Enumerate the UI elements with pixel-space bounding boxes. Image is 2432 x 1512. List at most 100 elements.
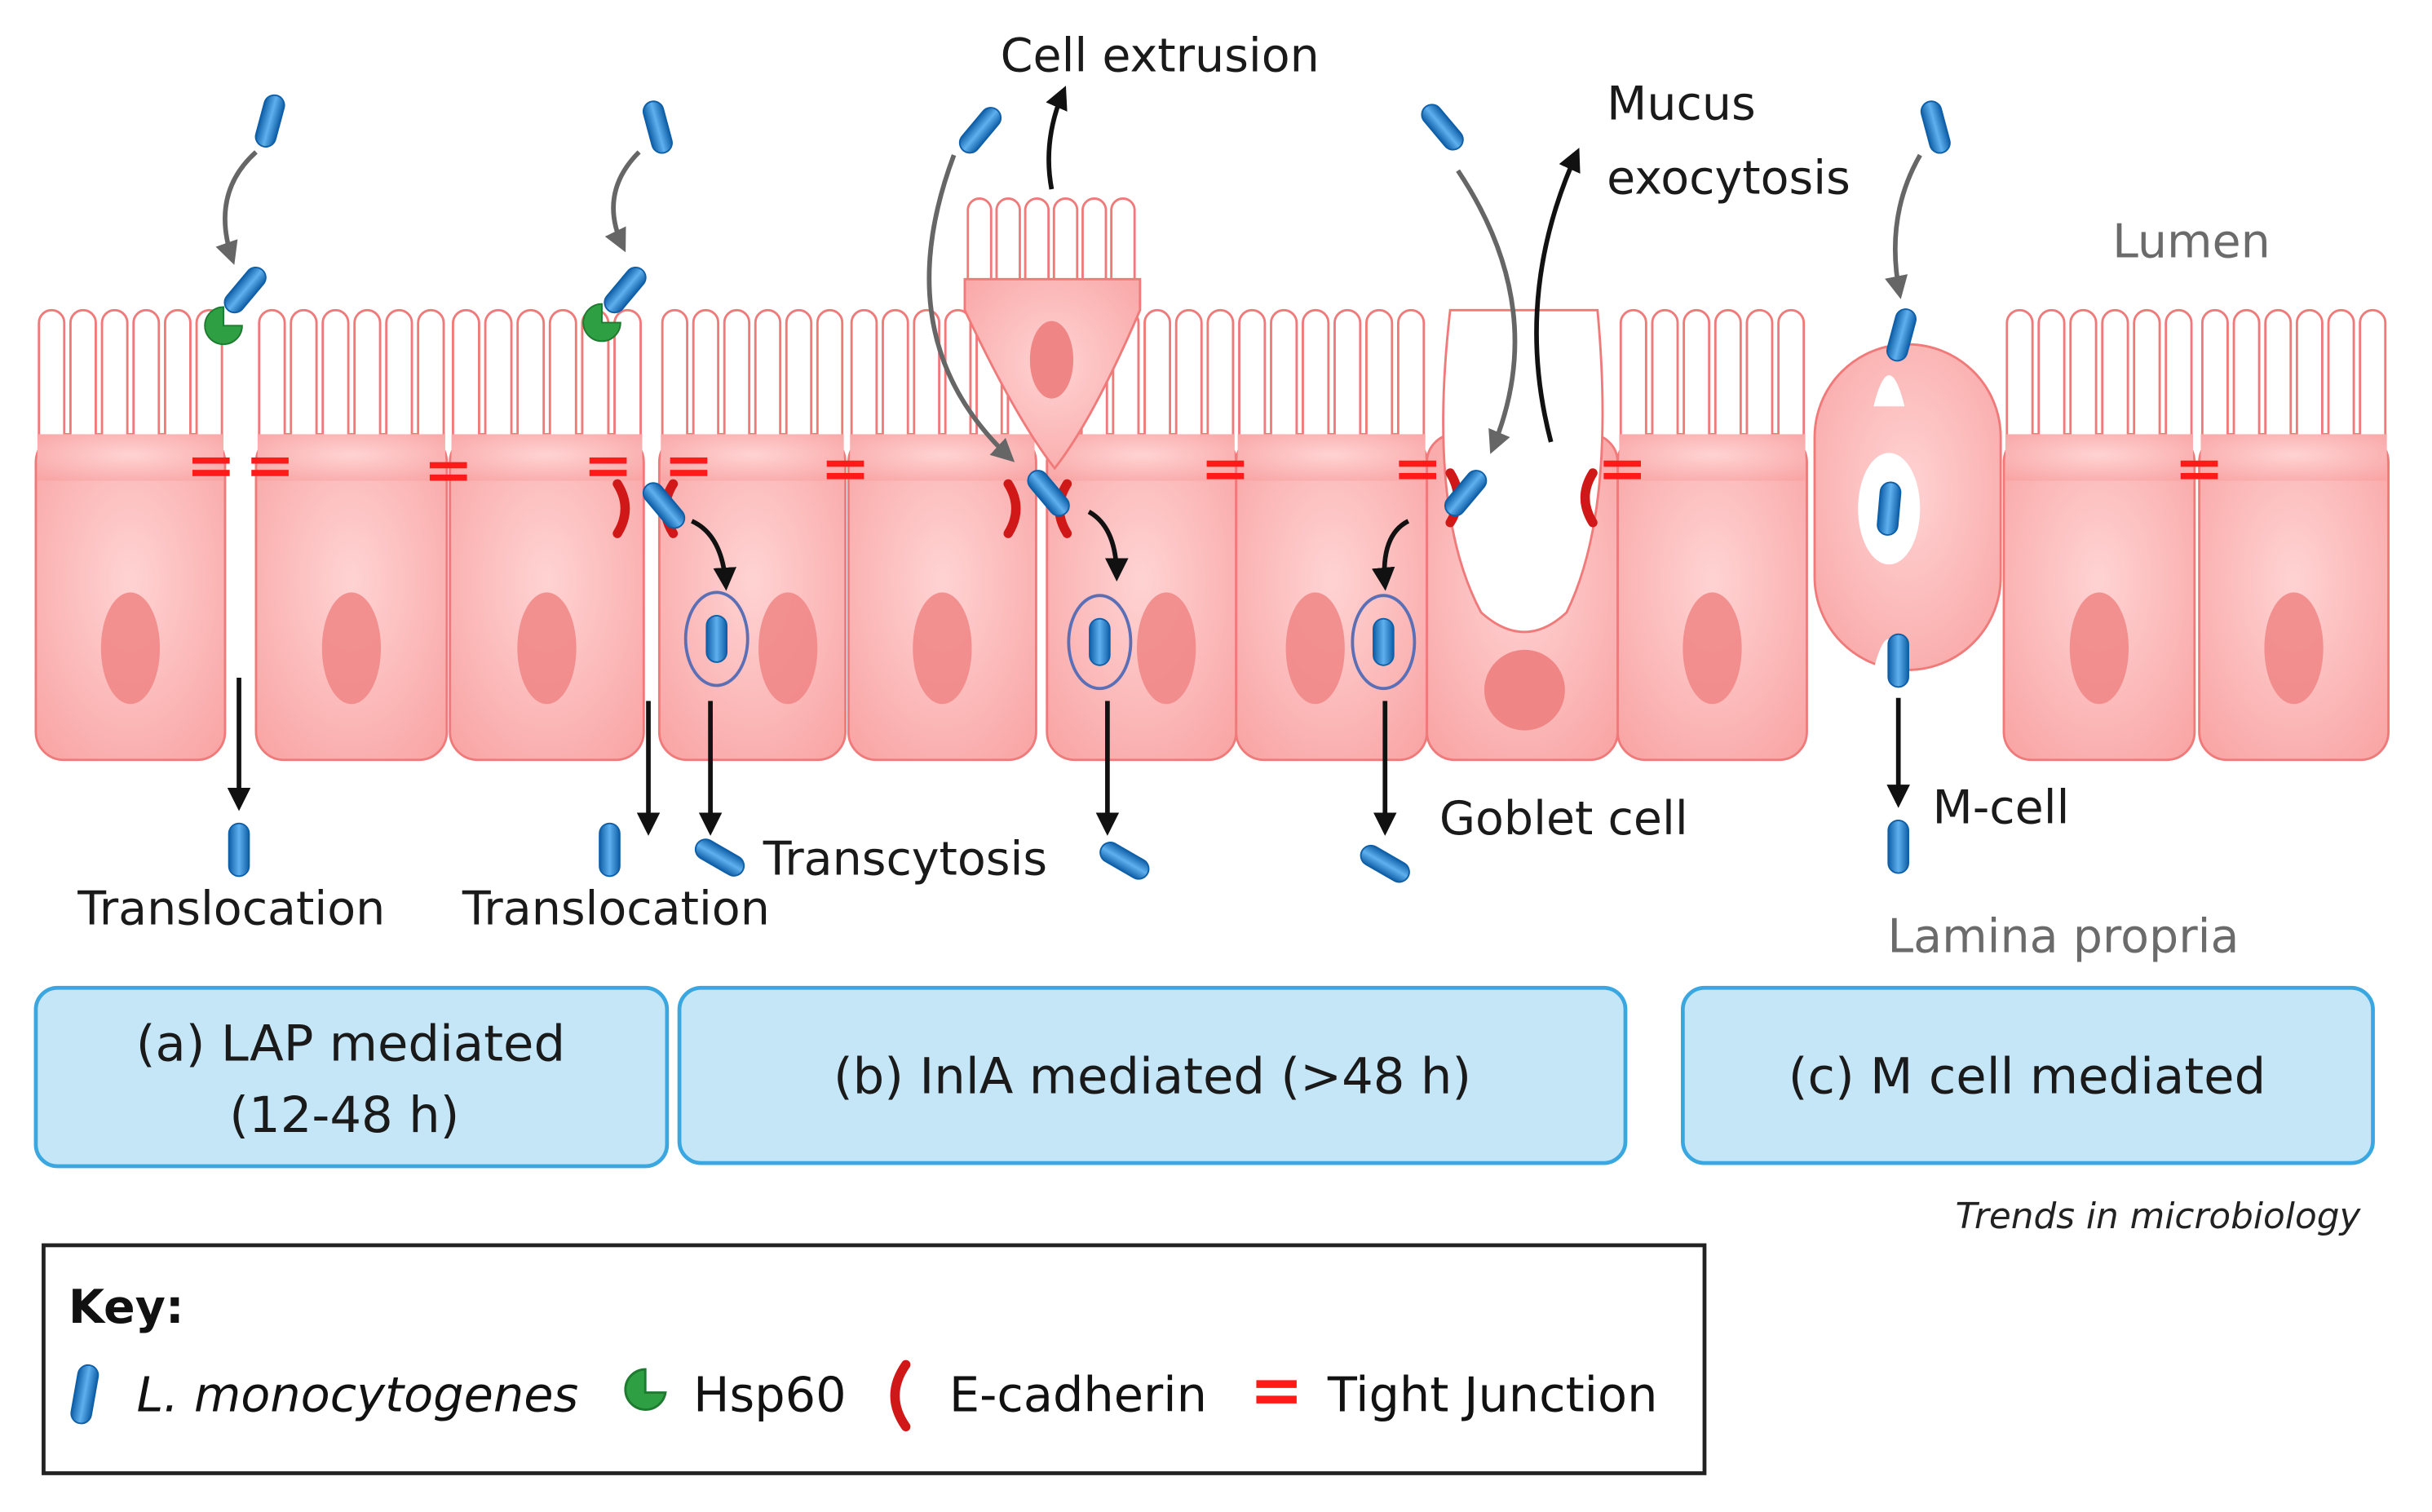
panel-b: (b) InlA mediated (>48 h) — [677, 985, 1628, 1165]
epithelial-cell — [254, 308, 449, 762]
bacterium — [958, 107, 1002, 154]
epithelial-cell — [657, 308, 847, 762]
tj-bar — [826, 472, 864, 480]
tight-junction — [589, 457, 627, 476]
panel-b-title: (b) InlA mediated (>48 h) — [834, 1049, 1471, 1106]
tight-junction — [826, 460, 864, 480]
tj-bar — [251, 457, 289, 464]
bacterium — [1444, 470, 1488, 517]
tight-junction — [192, 457, 230, 476]
bacterium — [223, 266, 267, 314]
bacterium — [642, 482, 686, 529]
arrow — [1885, 153, 1922, 299]
bacterium — [1920, 100, 1951, 154]
extruding-cell — [963, 197, 1142, 471]
bacterium — [1877, 481, 1902, 536]
arrow — [1372, 519, 1410, 591]
nucleus — [758, 592, 818, 705]
cell-apex — [1619, 434, 1806, 481]
nucleus — [1484, 649, 1565, 731]
panel-a: (a) LAP mediated (12-48 h) — [33, 985, 670, 1169]
label-lumen: Lumen — [2112, 215, 2271, 269]
key-item-label: E-cadherin — [949, 1366, 1207, 1422]
tight-junction-icon — [1256, 1380, 1297, 1404]
arrow — [1534, 148, 1581, 443]
tj-bar — [2180, 460, 2218, 467]
mucus-vacuole — [1442, 308, 1604, 634]
key-item-label: Hsp60 — [693, 1366, 846, 1422]
bacterium — [228, 822, 250, 878]
tj-bar — [589, 470, 627, 476]
nucleus — [100, 592, 161, 705]
tj-bar — [1206, 460, 1245, 467]
arrow — [691, 519, 736, 591]
bacterium — [1360, 844, 1410, 883]
vacuole — [1351, 594, 1417, 691]
arrow — [1456, 169, 1518, 454]
epithelium — [34, 197, 2390, 762]
tight-junction — [670, 457, 708, 476]
bacterium — [1089, 617, 1111, 666]
m-cell — [1813, 343, 2002, 671]
arrow — [1046, 86, 1068, 190]
cell-body — [1235, 433, 1429, 762]
bacterium — [1887, 819, 1909, 874]
label-lamina-propria: Lamina propria — [1887, 910, 2239, 964]
tj-bar — [1206, 472, 1245, 480]
key-item-label: Tight Junction — [1327, 1366, 1658, 1422]
label-translocation-b: Translocation — [462, 882, 770, 935]
cell-apex — [257, 434, 445, 481]
hsp60 — [582, 303, 621, 343]
arrow — [926, 154, 1015, 462]
cell-apex — [1048, 434, 1235, 481]
bacterium — [694, 838, 745, 877]
vacuole — [683, 590, 749, 687]
tj-bar — [1603, 460, 1642, 467]
bacterium — [1421, 104, 1464, 151]
bacterium — [1886, 308, 1917, 362]
panel-c: (c) M cell mediated — [1680, 985, 2375, 1165]
panel-c-title: (c) M cell mediated — [1789, 1049, 2266, 1106]
bacterium — [705, 614, 728, 663]
arrow — [215, 150, 258, 265]
cell-apex — [2200, 434, 2387, 481]
bacterium — [604, 266, 647, 314]
e-cadherin — [1003, 479, 1021, 538]
goblet-cell — [1426, 308, 1619, 762]
cell-body — [657, 433, 847, 762]
tj-bar — [826, 460, 864, 467]
tj-bar — [589, 457, 627, 464]
key-title: Key: — [69, 1280, 184, 1334]
nucleus — [1029, 321, 1074, 399]
cell-body — [1046, 433, 1238, 762]
e-cadherin — [612, 479, 630, 538]
panel-a-time: (12-48 h) — [229, 1087, 459, 1144]
epithelial-cell — [1616, 308, 1808, 762]
tj-bar — [1399, 460, 1437, 467]
nucleus — [321, 592, 382, 705]
credit: Trends in microbiology — [1956, 1196, 2362, 1237]
bacterium — [642, 100, 673, 154]
tj-bar — [2180, 472, 2218, 480]
e-cadherin — [1580, 468, 1598, 528]
tight-junction — [1206, 460, 1245, 480]
bacterium — [1099, 842, 1150, 880]
label-cell-extrusion: Cell extrusion — [1001, 29, 1320, 82]
hsp60 — [204, 306, 243, 346]
label-m-cell: M-cell — [1933, 781, 2070, 835]
tj-bar — [670, 457, 708, 464]
label-transcytosis: Transcytosis — [763, 832, 1047, 886]
epithelial-cell — [449, 308, 645, 762]
tight-junction — [1399, 460, 1437, 480]
nucleus — [1137, 592, 1196, 705]
label-goblet-cell: Goblet cell — [1439, 792, 1688, 846]
pore — [1873, 375, 1905, 407]
epithelial-cell — [34, 308, 227, 762]
tj-bar — [429, 462, 467, 469]
nucleus — [1683, 592, 1742, 705]
key-legend: Key: L. monocytogenes Hsp60 E-cadherin T… — [42, 1243, 1707, 1475]
bacterium — [1373, 617, 1395, 666]
bacterium — [254, 94, 285, 148]
tj-bar — [1399, 472, 1437, 480]
